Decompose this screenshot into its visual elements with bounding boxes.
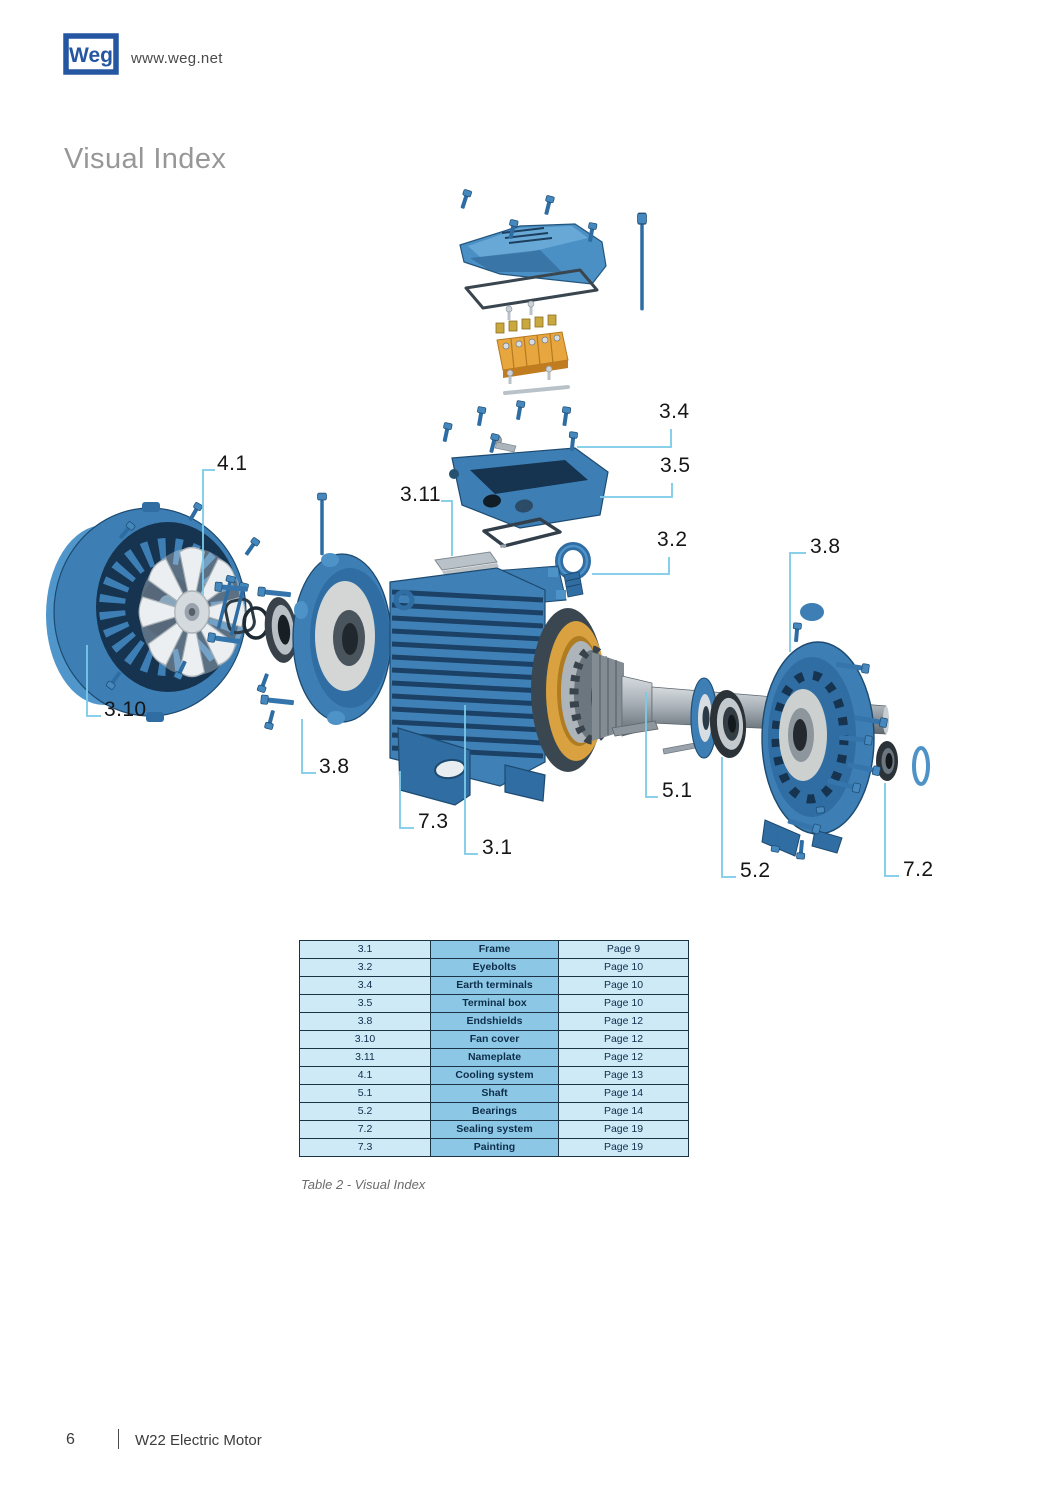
part-cell: Frame bbox=[430, 940, 559, 959]
page-cell: Page 10 bbox=[558, 976, 689, 995]
frame-part bbox=[389, 565, 567, 806]
rear-endshield-part bbox=[292, 553, 392, 725]
table-row: 3.8 Endshields Page 12 bbox=[299, 1012, 689, 1031]
page-cell: Page 19 bbox=[558, 1138, 689, 1157]
ref-cell: 7.2 bbox=[299, 1120, 431, 1139]
page-cell: Page 9 bbox=[558, 940, 689, 959]
table-row: 3.4 Earth terminals Page 10 bbox=[299, 976, 689, 995]
table-row: 5.1 Shaft Page 14 bbox=[299, 1084, 689, 1103]
callout-label-endshield-front: 3.8 bbox=[810, 535, 841, 558]
v-ring-part bbox=[912, 746, 930, 786]
part-cell: Terminal box bbox=[430, 994, 559, 1013]
page-title: Visual Index bbox=[64, 143, 227, 175]
callout-leader-lines bbox=[86, 429, 899, 878]
ref-cell: 3.2 bbox=[299, 958, 431, 977]
page-cell: Page 10 bbox=[558, 994, 689, 1013]
page-cell: Page 14 bbox=[558, 1102, 689, 1121]
terminal-box-cover-part bbox=[459, 223, 607, 285]
callout-label-eyebolts: 3.2 bbox=[657, 528, 688, 551]
page-cell: Page 13 bbox=[558, 1066, 689, 1085]
table-row: 3.5 Terminal box Page 10 bbox=[299, 994, 689, 1013]
table-row: 3.2 Eyebolts Page 10 bbox=[299, 958, 689, 977]
page-cell: Page 12 bbox=[558, 1030, 689, 1049]
callout-label-cooling: 4.1 bbox=[217, 452, 248, 475]
page-cell: Page 12 bbox=[558, 1012, 689, 1031]
part-cell: Painting bbox=[430, 1138, 559, 1157]
callout-label-nameplate: 3.11 bbox=[400, 483, 441, 506]
part-cell: Eyebolts bbox=[430, 958, 559, 977]
table-row: 3.11 Nameplate Page 12 bbox=[299, 1048, 689, 1067]
ref-cell: 7.3 bbox=[299, 1138, 431, 1157]
table-caption: Table 2 - Visual Index bbox=[301, 1177, 426, 1192]
front-endshield-part bbox=[761, 603, 875, 857]
ref-cell: 3.1 bbox=[299, 940, 431, 959]
callout-label-earth: 3.4 bbox=[659, 400, 690, 423]
page-cell: Page 10 bbox=[558, 958, 689, 977]
rear-bearing-part bbox=[264, 597, 298, 663]
callout-label-shaft: 5.1 bbox=[662, 779, 693, 802]
ref-cell: 3.4 bbox=[299, 976, 431, 995]
website-link[interactable]: www.weg.net bbox=[131, 50, 223, 67]
ref-cell: 5.2 bbox=[299, 1102, 431, 1121]
table-row: 3.1 Frame Page 9 bbox=[299, 940, 689, 959]
page-cell: Page 19 bbox=[558, 1120, 689, 1139]
terminal-block-part bbox=[495, 300, 570, 395]
callout-label-bearings: 5.2 bbox=[740, 859, 771, 882]
part-cell: Sealing system bbox=[430, 1120, 559, 1139]
exploded-motor-diagram bbox=[46, 188, 930, 878]
ref-cell: 3.10 bbox=[299, 1030, 431, 1049]
weg-logo-text: Weg bbox=[69, 44, 113, 67]
table-row: 3.10 Fan cover Page 12 bbox=[299, 1030, 689, 1049]
weg-logo: Weg bbox=[63, 33, 119, 75]
base-gasket-part bbox=[482, 517, 562, 548]
part-cell: Endshields bbox=[430, 1012, 559, 1031]
callout-label-endshield-rear: 3.8 bbox=[319, 755, 350, 778]
footer-doc-title: W22 Electric Motor bbox=[135, 1432, 262, 1449]
page-cell: Page 12 bbox=[558, 1048, 689, 1067]
eyebolt-part bbox=[555, 542, 591, 598]
ref-cell: 3.11 bbox=[299, 1048, 431, 1067]
bearing-cap-part bbox=[690, 677, 718, 759]
part-cell: Bearings bbox=[430, 1102, 559, 1121]
visual-index-table: 3.1 Frame Page 9 3.2 Eyebolts Page 10 3.… bbox=[299, 940, 689, 1157]
part-cell: Cooling system bbox=[430, 1066, 559, 1085]
part-cell: Nameplate bbox=[430, 1048, 559, 1067]
table-row: 4.1 Cooling system Page 13 bbox=[299, 1066, 689, 1085]
shaft-seal-part bbox=[876, 741, 898, 781]
ref-cell: 5.1 bbox=[299, 1084, 431, 1103]
table-row: 7.3 Painting Page 19 bbox=[299, 1138, 689, 1157]
callout-label-painting: 7.3 bbox=[418, 810, 449, 833]
fan-part bbox=[138, 546, 246, 678]
terminal-box-base-part bbox=[449, 447, 609, 529]
callout-label-sealing: 7.2 bbox=[903, 858, 934, 881]
footer-page-number: 6 bbox=[66, 1431, 75, 1448]
cover-gasket-part bbox=[464, 268, 599, 310]
page-cell: Page 14 bbox=[558, 1084, 689, 1103]
callout-label-fan-cover: 3.10 bbox=[104, 698, 147, 721]
table-row: 5.2 Bearings Page 14 bbox=[299, 1102, 689, 1121]
part-cell: Earth terminals bbox=[430, 976, 559, 995]
ref-cell: 3.8 bbox=[299, 1012, 431, 1031]
ref-cell: 3.5 bbox=[299, 994, 431, 1013]
table-row: 7.2 Sealing system Page 19 bbox=[299, 1120, 689, 1139]
part-cell: Shaft bbox=[430, 1084, 559, 1103]
ref-cell: 4.1 bbox=[299, 1066, 431, 1085]
bearing-part bbox=[709, 690, 747, 758]
callout-label-frame: 3.1 bbox=[482, 836, 513, 859]
callout-label-terminal-box: 3.5 bbox=[660, 454, 691, 477]
footer-divider bbox=[118, 1429, 119, 1449]
part-cell: Fan cover bbox=[430, 1030, 559, 1049]
